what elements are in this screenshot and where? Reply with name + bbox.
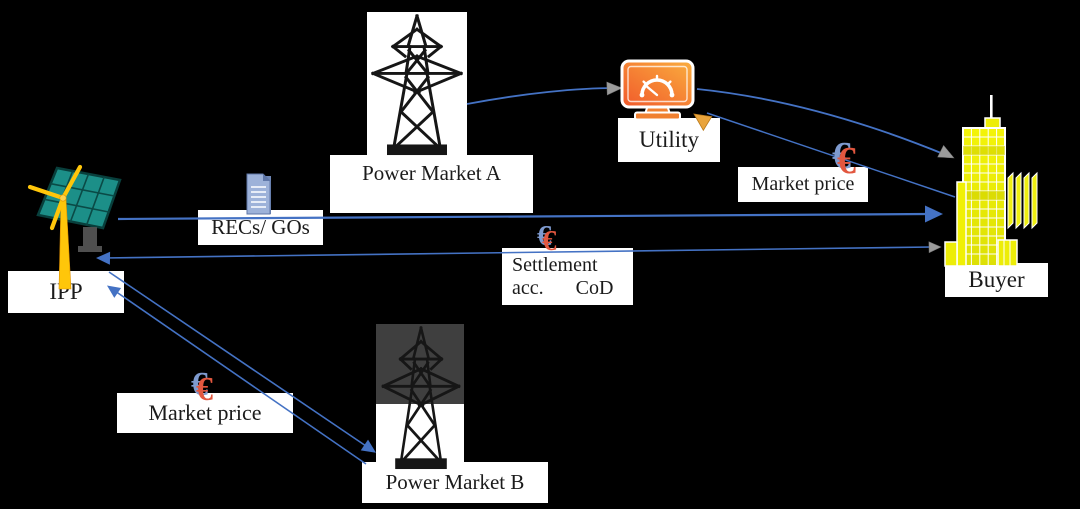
power-market-a-label-text: Power Market A (362, 161, 501, 185)
arrow-utility-to-buyer (696, 88, 947, 156)
arrowhead-gray-buyer-top (937, 144, 955, 159)
settlement-acc: acc. (512, 276, 544, 299)
euro-glyph: € (542, 225, 557, 257)
euro-glyph-shadow: € (832, 135, 851, 177)
settlement-cod: CoD (575, 276, 614, 299)
arrowhead-gray-utility (606, 81, 623, 96)
transmission-tower-b-icon (378, 324, 464, 470)
arrowhead-blue-pmb (360, 439, 376, 453)
power-market-b-label-text: Power Market B (385, 470, 525, 495)
skyscraper-icon (944, 95, 1038, 267)
power-market-a-label: Power Market A (330, 155, 533, 213)
market-price-utility-text: Market price (751, 173, 855, 195)
arrow-ipp-to-buyer (117, 212, 928, 221)
euro-icon-utility: € € (832, 134, 876, 184)
power-market-a-plate (367, 12, 467, 156)
euro-glyph: € (196, 371, 213, 408)
arrowhead-blue-ipp-2 (107, 285, 122, 298)
euro-icon-settlement: € € (537, 220, 573, 260)
arrowhead-blue-buyer (925, 205, 943, 223)
settlement-line1: Settlement (512, 253, 598, 276)
arrow-settlement (102, 246, 933, 259)
arrowhead-blue-ipp (96, 251, 111, 265)
arrowhead-yellow-utility (693, 113, 713, 132)
arrow-buyer-to-utility (706, 112, 956, 198)
monitor-gauge-icon (620, 59, 695, 121)
utility-label: Utility (618, 118, 720, 162)
document-icon (246, 173, 271, 215)
wind-solar-icon (27, 164, 122, 290)
transmission-tower-a-icon (367, 12, 467, 156)
buyer-label-text: Buyer (968, 266, 1025, 292)
market-price-pmb-label: Market price (117, 393, 293, 433)
market-price-utility-label: Market price (738, 167, 868, 202)
market-price-pmb-text: Market price (148, 400, 262, 426)
euro-glyph: € (837, 140, 856, 182)
settlement-label: Settlement acc. CoD (502, 248, 633, 305)
arrow-pma-to-utility (466, 87, 617, 105)
arrowhead-gray-buyer-bottom (928, 241, 942, 254)
buyer-label: Buyer (945, 263, 1048, 297)
arrow-ipp-to-pmb (108, 271, 367, 447)
arrow-pmb-to-ipp (114, 290, 367, 465)
utility-label-text: Utility (638, 126, 700, 152)
euro-icon-pmb: € € (191, 366, 231, 410)
power-market-b-plate-bottom (376, 404, 464, 466)
power-market-b-label: Power Market B (362, 462, 548, 503)
euro-glyph-shadow: € (537, 220, 552, 252)
euro-glyph-shadow: € (191, 366, 208, 403)
